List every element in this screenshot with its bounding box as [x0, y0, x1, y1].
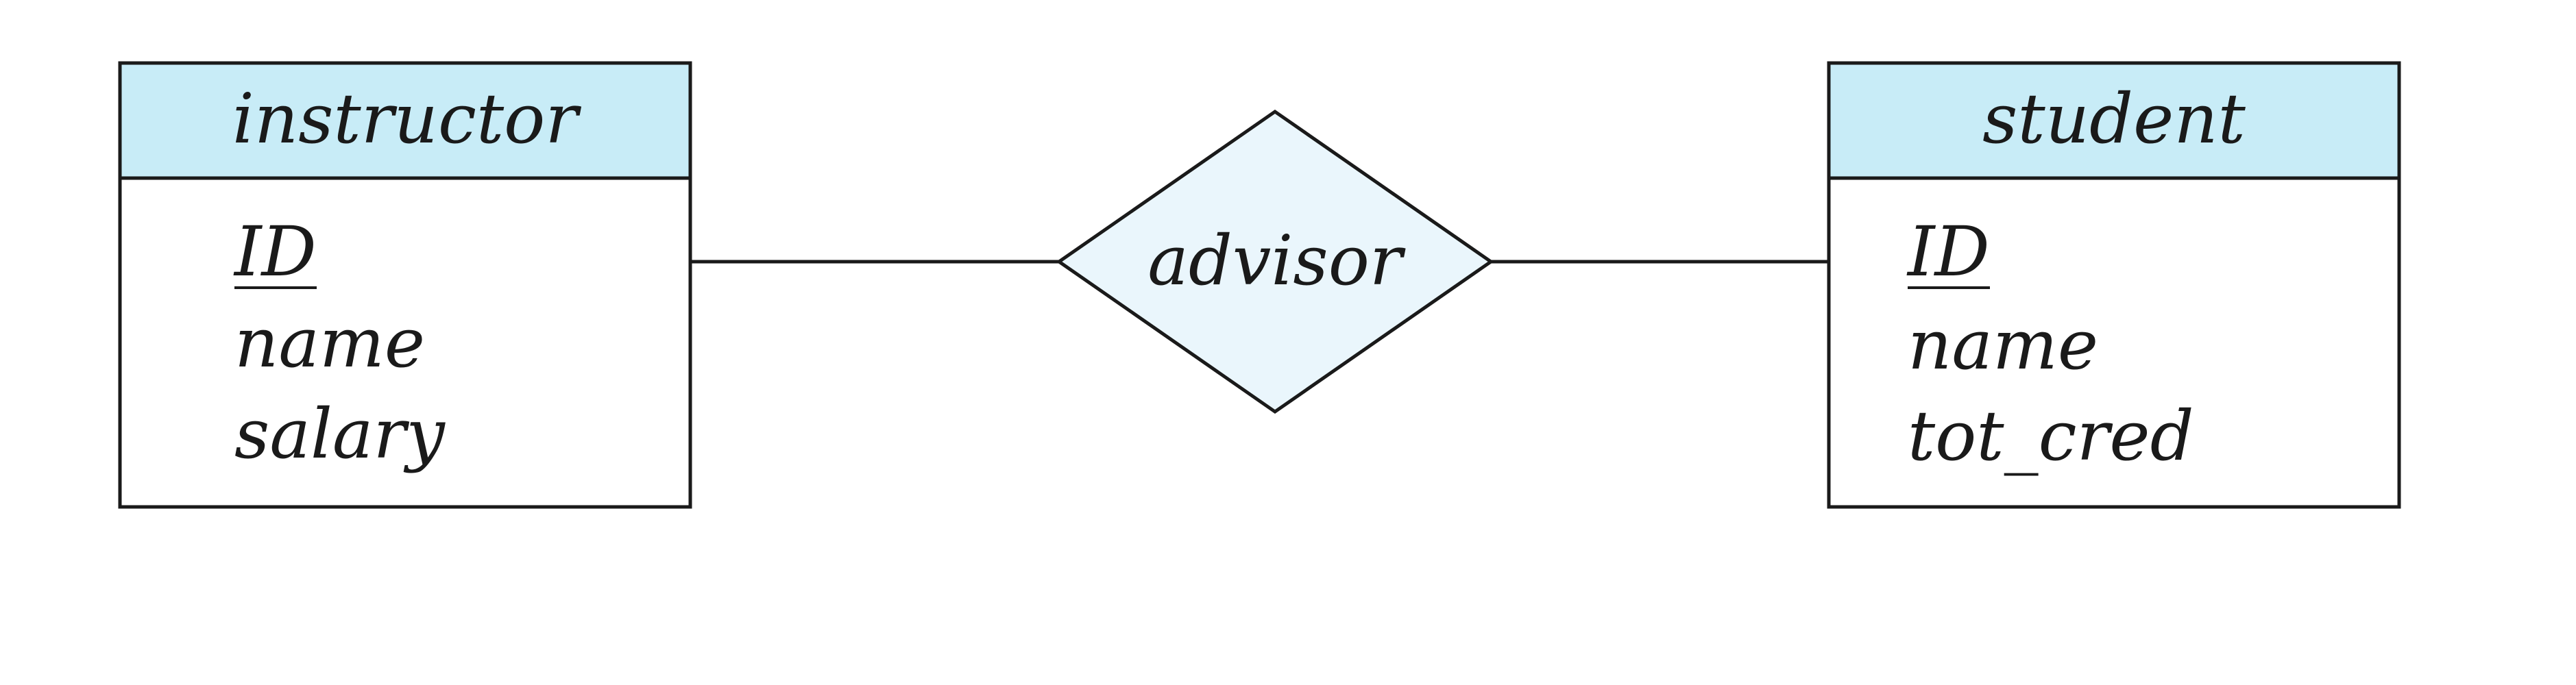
entity-student-header — [1827, 61, 2401, 180]
entity-student-attr-tot-cred: tot_cred — [1908, 396, 2194, 476]
entity-instructor: instructor ID name salary — [118, 61, 692, 509]
entity-instructor-attr-id: ID — [233, 212, 317, 292]
entity-instructor-title: instructor — [232, 79, 581, 159]
entity-instructor-attr-salary: salary — [234, 394, 446, 474]
relationship-advisor-diamond — [1056, 109, 1494, 414]
entity-student-title: student — [1982, 79, 2246, 159]
entity-instructor-body — [118, 176, 692, 509]
entity-instructor-attr-name: name — [234, 303, 425, 383]
entity-student: student ID name tot_cred — [1827, 61, 2401, 509]
entity-student-attr-name: name — [1908, 305, 2098, 385]
entity-instructor-header — [118, 61, 692, 180]
relationship-advisor: advisor — [1056, 109, 1494, 414]
entity-student-body — [1827, 176, 2401, 509]
relationship-advisor-label: advisor — [1147, 221, 1406, 301]
entity-student-attr-id: ID — [1906, 212, 1990, 292]
